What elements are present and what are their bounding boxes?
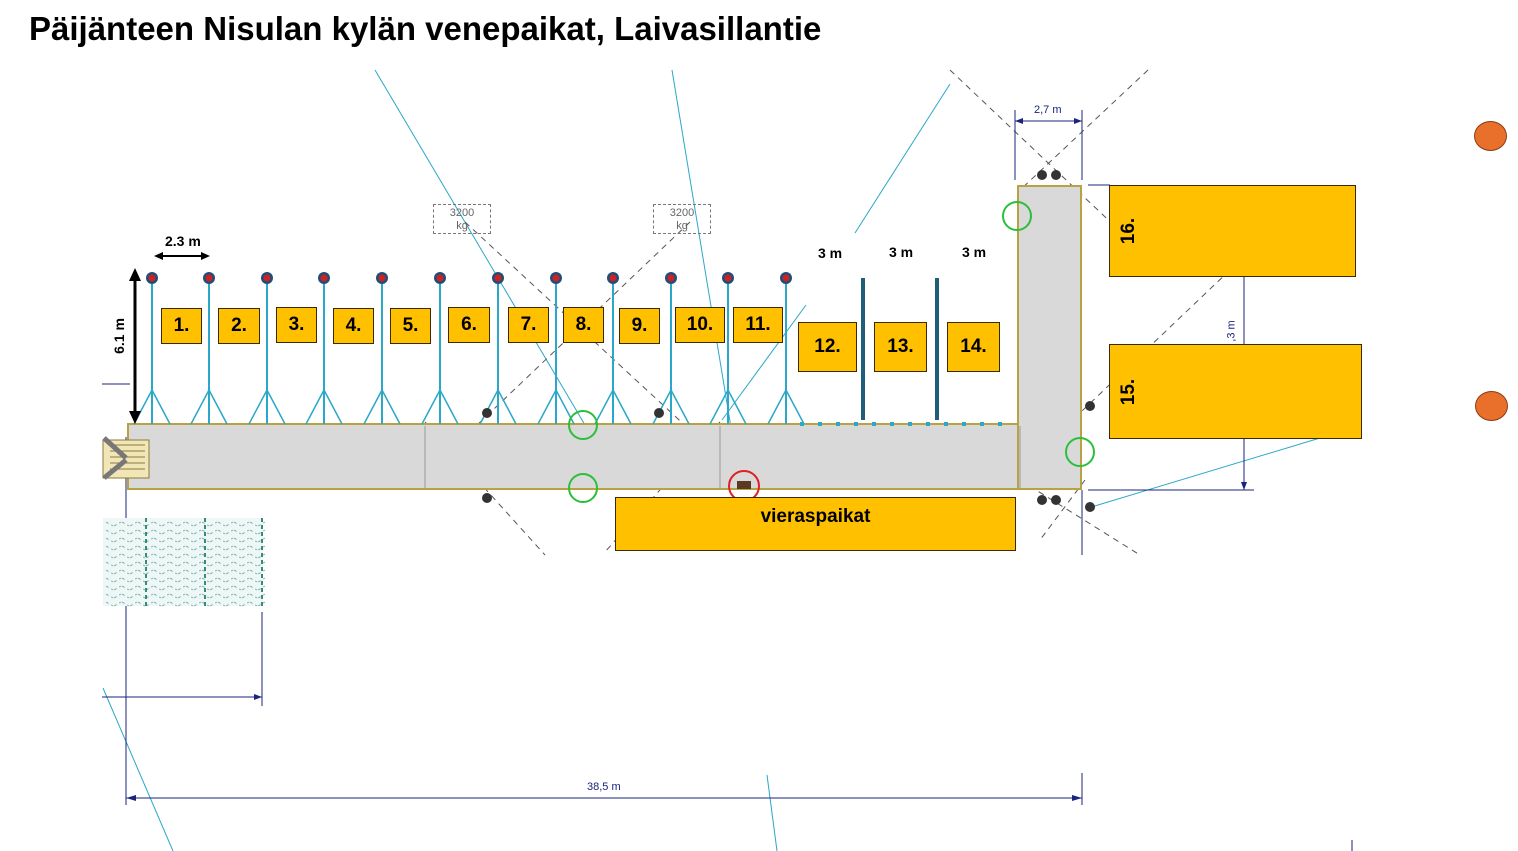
marker-dot-lower [1475, 391, 1508, 421]
berth-1[interactable]: 1. [161, 308, 202, 344]
cleat [926, 422, 930, 426]
wide-slot-width-3: 3 m [962, 244, 987, 260]
mooring-pole [479, 272, 517, 425]
mooring-poles [133, 272, 1002, 426]
wide-slot-width-1: 3 m [818, 245, 843, 261]
berth-16[interactable]: 16. [1109, 185, 1356, 277]
mooring-pole [190, 272, 228, 425]
mooring-pole [363, 272, 401, 425]
cleat [908, 422, 912, 426]
slot-width-label: 2.3 m [165, 233, 201, 249]
dimension-arrows [126, 118, 1247, 801]
mooring-pole [594, 272, 632, 425]
slot-length-arrow [129, 252, 210, 424]
pier-end-width-label: 2,7 m [1034, 104, 1062, 116]
mooring-pole [305, 272, 343, 425]
mooring-pole [133, 272, 171, 425]
berth-6[interactable]: 6. [448, 307, 490, 343]
marker-dot-upper [1474, 121, 1507, 151]
berth-13[interactable]: 13. [874, 322, 927, 372]
berth-5[interactable]: 5. [390, 308, 431, 344]
berth-7[interactable]: 7. [508, 307, 549, 343]
cleat [818, 422, 822, 426]
mooring-pole [709, 272, 747, 425]
berth-8[interactable]: 8. [563, 307, 604, 343]
berth-12[interactable]: 12. [798, 322, 857, 372]
cleat [890, 422, 894, 426]
mooring-pole [652, 272, 690, 425]
guest-berths[interactable]: vieraspaikat [615, 497, 1016, 551]
shore-hatch [103, 518, 266, 607]
cleat [854, 422, 858, 426]
cleat [800, 422, 804, 426]
berth-15[interactable]: 15. [1109, 344, 1362, 439]
mooring-pole [537, 272, 575, 425]
berth-2[interactable]: 2. [218, 308, 260, 344]
cleat [836, 422, 840, 426]
berth-11[interactable]: 11. [733, 307, 783, 343]
berth-10[interactable]: 10. [675, 307, 725, 343]
cleat [998, 422, 1002, 426]
cleat [872, 422, 876, 426]
cleat [944, 422, 948, 426]
mooring-pole [767, 272, 805, 425]
markers [568, 201, 1095, 503]
berth-4[interactable]: 4. [333, 308, 374, 344]
wide-slot-width-2: 3 m [889, 244, 914, 260]
pier [102, 185, 1082, 490]
side-partial-label: ,3 m [1225, 320, 1238, 342]
page-title: Päijänteen Nisulan kylän venepaikat, Lai… [29, 10, 822, 47]
berth-14[interactable]: 14. [947, 322, 1000, 372]
anchor-icons [482, 170, 1095, 512]
berth-3[interactable]: 3. [276, 307, 317, 343]
mooring-pole [421, 272, 459, 425]
total-length-label: 38,5 m [587, 781, 621, 793]
berth-9[interactable]: 9. [619, 308, 660, 344]
cleat [980, 422, 984, 426]
cleat [962, 422, 966, 426]
slot-length-label: 6.1 m [110, 318, 127, 354]
mooring-pole [248, 272, 286, 425]
